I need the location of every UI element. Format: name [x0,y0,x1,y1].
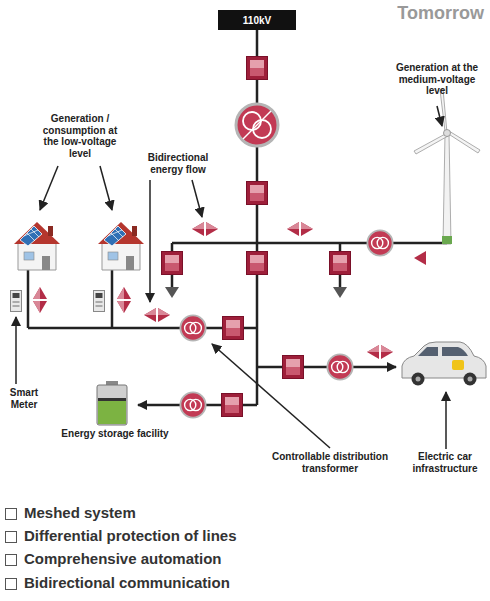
bidirectional-arrow [144,308,170,322]
checkbox [6,509,17,520]
transformer-symbol [327,354,352,379]
callout-arrow [100,166,112,210]
breaker-symbol [223,317,244,340]
breaker-symbol [283,356,304,379]
house-connection [111,270,114,328]
house-icon [14,222,60,270]
bidirectional-arrow [287,222,313,236]
callout-arrow [445,392,447,449]
transformer-symbol [180,315,205,340]
checkboxes [6,509,17,590]
voltage-bar: 110kV [218,10,296,30]
callout-arrows [16,106,446,449]
bidirectional-arrow [192,222,218,236]
breaker-symbol [162,252,183,275]
callout-arrow [149,180,151,302]
checklist-item: Differential protection of lines [24,528,237,545]
main-transformer [236,104,278,146]
flow-arrow [333,287,347,298]
callout-label: Controllable distribution transformer [255,451,405,474]
callout-label: Electric car infrastructure [404,451,486,474]
diagram-title: Tomorrow [397,3,484,24]
electric-car [402,342,486,386]
voltage-label: 110kV [243,15,271,26]
smart-meter-icon [11,291,22,312]
breaker-symbol [247,182,268,205]
breaker-symbol [222,394,243,417]
bidirectional-arrow [117,287,131,313]
checkbox [6,532,17,543]
flow-arrow [165,287,179,298]
bidirectional-arrow [367,345,393,359]
main-feeder [256,30,259,405]
house-connection [27,270,30,328]
flow-arrow [414,251,426,265]
callout-arrow [212,344,330,448]
breaker-symbol [247,57,268,80]
breaker-symbol [330,252,351,275]
checklist-item: Comprehensive automation [24,551,222,568]
transformer-symbol [180,392,205,417]
callout-label: Bidirectional energy flow [132,152,224,175]
transformer-symbol [367,230,392,255]
callout-arrow [192,180,202,217]
checklist-item: Meshed system [24,505,136,522]
callout-arrow [40,166,58,210]
callout-arrow [15,317,17,384]
wind-turbine [414,89,480,244]
checkbox [6,579,17,590]
grid-lines [28,30,447,405]
callout-arrow [437,106,442,126]
house-icon [98,222,144,270]
medium-voltage-bus [172,242,447,245]
callout-label: Generation / consumption at the low-volt… [40,113,120,159]
checkbox [6,555,17,566]
breaker-symbol [247,252,268,275]
smart-meter-icon [94,291,105,312]
callout-label: Energy storage facility [60,428,170,440]
callout-label: Smart Meter [2,387,46,410]
bidirectional-arrow [33,287,47,313]
callout-label: Generation at the medium-voltage level [389,62,485,97]
battery-icon [97,381,127,425]
checklist-item: Bidirectional communication [24,575,230,592]
